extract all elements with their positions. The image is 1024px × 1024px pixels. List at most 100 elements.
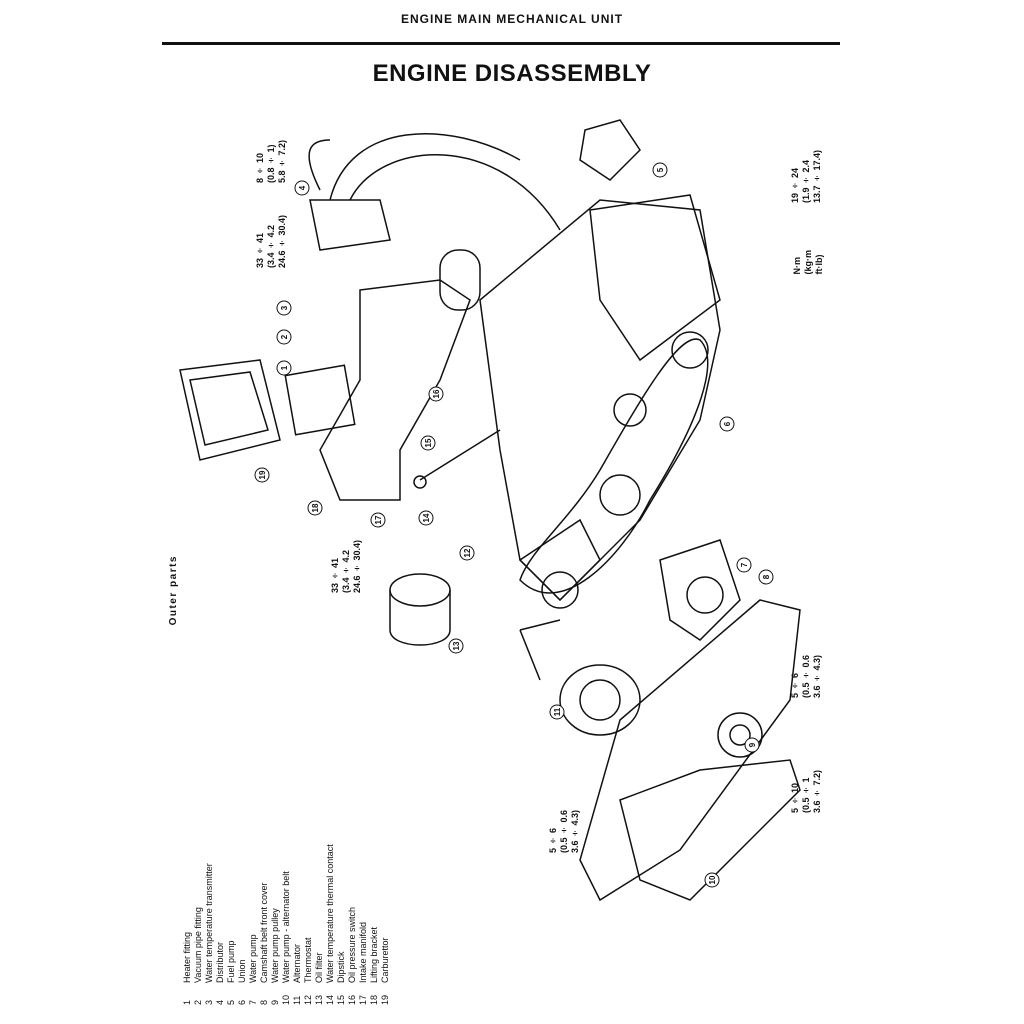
legend-item: 1 Heater fitting: [182, 820, 193, 1005]
legend-number: 3: [204, 999, 214, 1005]
dipstick-ring: [413, 475, 427, 489]
fuel-pump: [579, 119, 641, 181]
legend-item: 3Water temperature transmitter: [204, 820, 215, 1005]
torque-units: N·m (kg·m ft·lb): [792, 250, 825, 275]
callout-number: 9: [748, 742, 757, 747]
legend-item: 9Water pump pulley: [270, 820, 281, 1005]
callout-circle: [719, 416, 735, 432]
bracket-lines: [519, 619, 561, 681]
alternator-pulley: [579, 679, 621, 721]
legend-item: 13 Oil filter: [314, 820, 325, 1005]
torque-ftlb: 13.7 ÷ 17.4): [812, 150, 822, 204]
legend-number: 18: [369, 994, 379, 1005]
legend-item: 6Union: [237, 820, 248, 1005]
legend-number: 19: [380, 994, 390, 1005]
callout-circle: [307, 500, 323, 516]
legend-label: Distributor: [215, 941, 225, 983]
legend-item: 7Water pump: [248, 820, 259, 1005]
callout-number: 5: [656, 167, 665, 172]
legend-item: 5 Fuel pump: [226, 820, 237, 1005]
timing-pulley: [671, 331, 709, 369]
torque-nm: 8 ÷ 10: [255, 153, 265, 184]
torque-ftlb: 24.6 ÷ 30.4): [277, 215, 287, 269]
torque-kgm: (3.4 ÷ 4.2: [341, 550, 351, 594]
callout-number: 8: [762, 574, 771, 579]
callout-number: 3: [280, 305, 289, 310]
torque-nm: 5 ÷ 10: [790, 783, 800, 814]
camshaft-belt-front-cover: [579, 599, 801, 902]
legend-number: 1: [182, 999, 192, 1005]
torque-kgm: (1.9 ÷ 2.4: [801, 160, 811, 204]
legend-number: 12: [303, 994, 313, 1005]
torque-spec-4: 33 ÷ 41 (3.4 ÷ 4.2 24.6 ÷ 30.4): [330, 540, 363, 593]
legend-number: 15: [336, 994, 346, 1005]
legend-label: Vacuum pipe fitting: [193, 907, 203, 983]
water-pump-hub: [686, 576, 724, 614]
callout-number: 14: [422, 513, 431, 522]
legend-label: Water pump pulley: [270, 908, 280, 983]
torque-ftlb: 3.6 ÷ 4.3): [812, 655, 822, 699]
torque-spec-2: 8 ÷ 10 (0.8 ÷ 1) 5.8 ÷ 7.2): [255, 140, 288, 183]
torque-nm: 33 ÷ 41: [255, 233, 265, 269]
water-pump: [659, 539, 741, 641]
legend-label: Oil pressure switch: [347, 906, 357, 983]
legend-label: Fuel pump: [226, 940, 236, 983]
callout-number: 6: [723, 421, 732, 426]
callout-circle: [254, 467, 270, 483]
legend-label: Oil filter: [314, 952, 324, 983]
legend-item: 2Vacuum pipe fitting: [193, 820, 204, 1005]
callout-number: 1: [280, 365, 289, 370]
unit-ftlb: ft·lb): [814, 254, 824, 275]
torque-ftlb: 24.6 ÷ 30.4): [352, 540, 362, 594]
legend-item: 8Camshaft belt front cover: [259, 820, 270, 1005]
callout-circle: [758, 569, 774, 585]
torque-kgm: (3.4 ÷ 4.2: [266, 225, 276, 269]
legend-item: 15 Dipstick: [336, 820, 347, 1005]
legend-item: 12Thermostat: [303, 820, 314, 1005]
legend-number: 10: [281, 994, 291, 1005]
callout-circle: [428, 386, 444, 402]
legend-item: 16Oil pressure switch: [347, 820, 358, 1005]
unit-kgm: (kg·m: [803, 250, 813, 275]
timing-belt: [519, 338, 709, 594]
legend-item: 19 Carburettor: [380, 820, 391, 1005]
header-rule: [162, 42, 840, 45]
callout-number: 17: [374, 515, 383, 524]
legend-label: Heater fitting: [182, 931, 192, 983]
torque-kgm: (0.5 ÷ 1: [801, 777, 811, 814]
callout-circle: [704, 872, 720, 888]
torque-kgm: (0.8 ÷ 1): [266, 144, 276, 184]
legend-label: Lifting bracket: [369, 926, 379, 983]
callout-circle: [744, 737, 760, 753]
torque-kgm: (0.5 ÷ 0.6: [559, 810, 569, 854]
lifting-tube: [439, 249, 481, 311]
callout-number: 15: [424, 438, 433, 447]
timing-pulley: [599, 474, 641, 516]
legend-label: Water pump - alternator belt: [281, 871, 291, 983]
callout-circle: [276, 360, 292, 376]
section-header: ENGINE MAIN MECHANICAL UNIT: [400, 12, 624, 26]
water-pump-pulley-hub: [729, 724, 751, 746]
callout-circle: [448, 638, 464, 654]
legend-item: 14Water temperature thermal contact: [325, 820, 336, 1005]
torque-spec-1: 19 ÷ 24 (1.9 ÷ 2.4 13.7 ÷ 17.4): [790, 150, 823, 203]
legend-label: Carburettor: [380, 937, 390, 983]
legend-label: Dipstick: [336, 951, 346, 983]
callout-circle: [370, 512, 386, 528]
torque-ftlb: 3.6 ÷ 7.2): [812, 770, 822, 814]
legend-label: Water temperature thermal contact: [325, 844, 335, 983]
callout-number: 4: [298, 185, 307, 190]
callout-circle: [276, 300, 292, 316]
legend-label: Intake manifold: [358, 921, 368, 983]
callout-circle: [420, 435, 436, 451]
legend-number: 13: [314, 994, 324, 1005]
torque-nm: 33 ÷ 41: [330, 558, 340, 594]
legend-item: 4Distributor: [215, 820, 226, 1005]
callout-number: 12: [463, 548, 472, 557]
torque-spec-6: 5 ÷ 10 (0.5 ÷ 1 3.6 ÷ 7.2): [790, 770, 823, 813]
dipstick: [419, 429, 501, 481]
legend-number: 5: [226, 999, 236, 1005]
callout-circle: [418, 510, 434, 526]
